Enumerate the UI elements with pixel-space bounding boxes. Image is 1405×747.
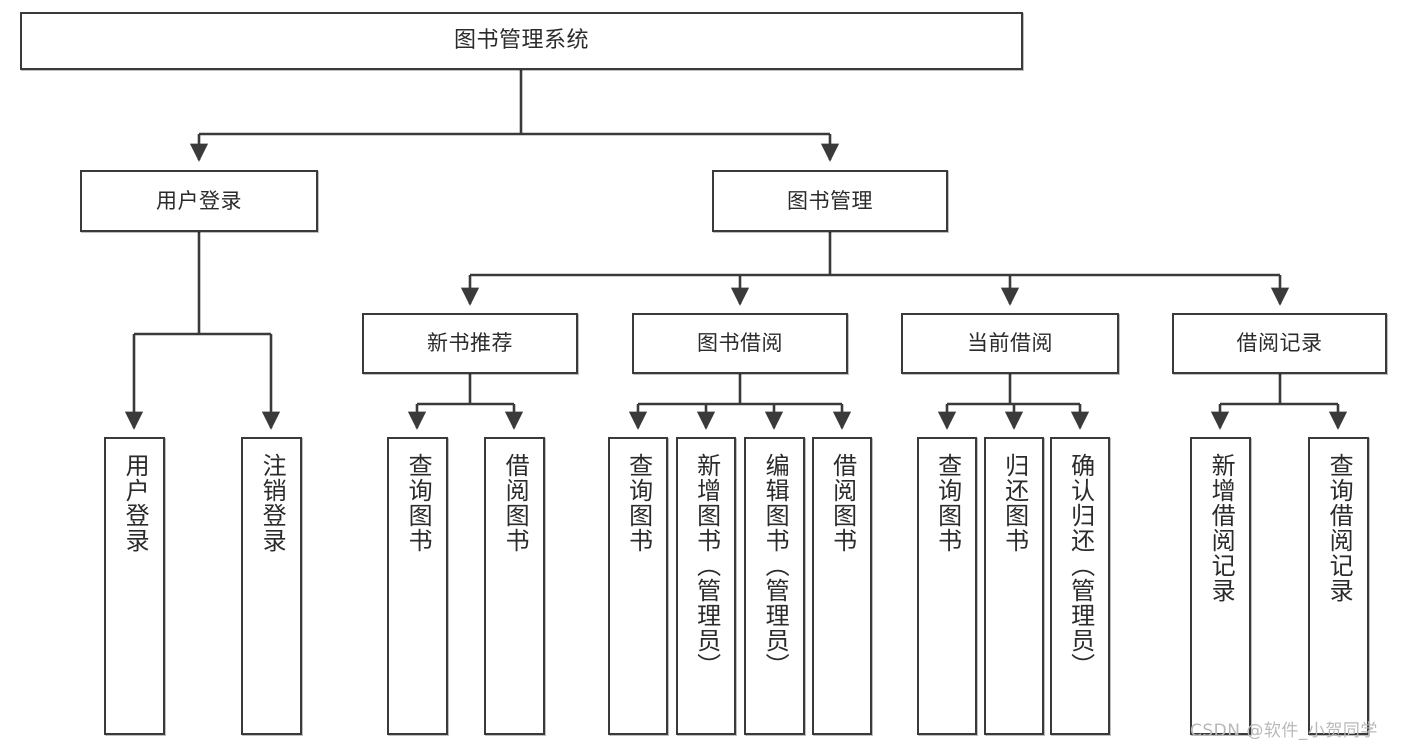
node-root-label: 图书管理系统 [453,28,589,54]
node-leaf-edit-book[interactable]: 编辑图书（管理员） [744,437,805,735]
node-leaf-user-login[interactable]: 用户登录 [104,437,165,735]
node-borrow-record[interactable]: 借阅记录 [1172,313,1387,374]
node-leaf-add-book-label: 新增图书（管理员） [692,453,721,678]
node-leaf-return-book-label: 归还图书 [1000,453,1029,553]
node-book-manage[interactable]: 图书管理 [712,170,948,232]
node-book-borrow[interactable]: 图书借阅 [632,313,848,374]
node-leaf-borrow-book-1[interactable]: 借阅图书 [484,437,545,735]
node-leaf-return-book[interactable]: 归还图书 [984,437,1044,735]
node-leaf-add-record-label: 新增借阅记录 [1207,453,1236,603]
node-root[interactable]: 图书管理系统 [20,12,1023,70]
node-leaf-edit-book-label: 编辑图书（管理员） [761,453,790,678]
node-book-manage-label: 图书管理 [787,188,873,213]
node-leaf-query-book-1-label: 查询图书 [404,453,433,553]
node-leaf-add-book[interactable]: 新增图书（管理员） [676,437,736,735]
node-leaf-query-book-2-label: 查询图书 [624,453,653,553]
node-book-borrow-label: 图书借阅 [697,331,783,356]
node-leaf-borrow-book-2-label: 借阅图书 [828,453,857,553]
csdn-watermark: CSDN @软件_小贺同学 [1190,721,1378,741]
node-leaf-logout-label: 注销登录 [258,453,287,553]
node-leaf-borrow-book-2[interactable]: 借阅图书 [812,437,872,735]
node-leaf-add-record[interactable]: 新增借阅记录 [1190,437,1251,735]
node-user-login[interactable]: 用户登录 [80,170,318,232]
node-leaf-query-book-3-label: 查询图书 [933,453,962,553]
node-leaf-confirm-return-label: 确认归还（管理员） [1066,453,1095,678]
node-current-borrow-label: 当前借阅 [967,331,1053,356]
node-leaf-query-book-3[interactable]: 查询图书 [917,437,977,735]
node-leaf-logout[interactable]: 注销登录 [241,437,302,735]
node-current-borrow[interactable]: 当前借阅 [901,313,1119,374]
node-user-login-label: 用户登录 [156,188,242,213]
node-new-book-recommend[interactable]: 新书推荐 [362,313,578,374]
node-leaf-query-record[interactable]: 查询借阅记录 [1308,437,1369,735]
node-leaf-confirm-return[interactable]: 确认归还（管理员） [1050,437,1110,735]
node-borrow-record-label: 借阅记录 [1236,331,1323,356]
node-leaf-query-book-1[interactable]: 查询图书 [387,437,448,735]
node-leaf-query-book-2[interactable]: 查询图书 [608,437,668,735]
node-leaf-query-record-label: 查询借阅记录 [1325,453,1354,603]
node-new-book-recommend-label: 新书推荐 [427,331,513,356]
node-leaf-borrow-book-1-label: 借阅图书 [501,453,530,553]
node-leaf-user-login-label: 用户登录 [121,453,150,553]
